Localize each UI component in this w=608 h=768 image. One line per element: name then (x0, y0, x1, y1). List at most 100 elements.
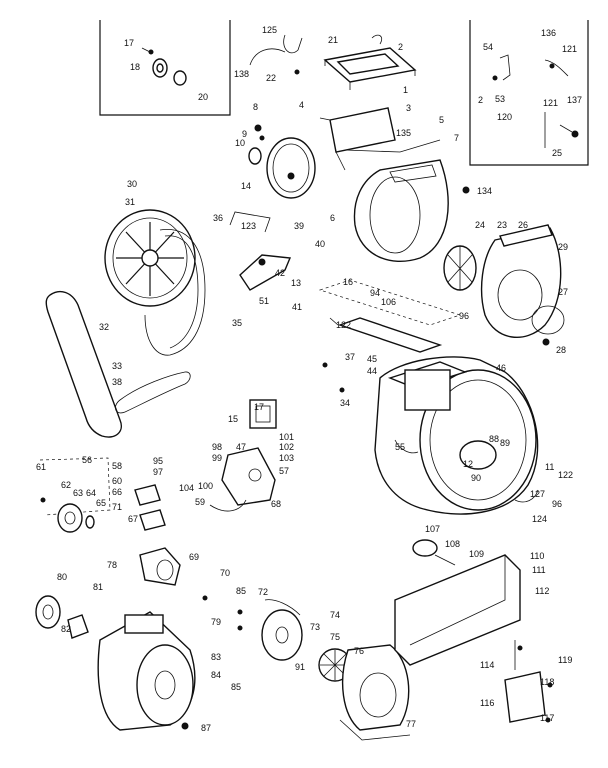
callout-96b: 96 (552, 499, 562, 509)
callout-39: 39 (294, 221, 304, 231)
callout-35: 35 (232, 318, 242, 328)
callout-125: 125 (262, 25, 277, 35)
drive-belt-35 (144, 228, 206, 356)
callout-70: 70 (220, 568, 230, 578)
callout-90: 90 (471, 473, 481, 483)
callout-5: 5 (439, 115, 444, 125)
callout-124: 124 (532, 514, 547, 524)
callout-101: 101 (279, 432, 294, 442)
callout-65: 65 (96, 498, 106, 508)
callout-135: 135 (396, 128, 411, 138)
callout-64: 64 (86, 488, 96, 498)
callout-1: 1 (403, 85, 408, 95)
callout-63: 63 (73, 488, 83, 498)
callout-42: 42 (275, 268, 285, 278)
callout-88: 88 (489, 434, 499, 444)
callout-110: 110 (530, 551, 544, 561)
callout-58: 58 (112, 461, 122, 471)
callout-91: 91 (295, 662, 305, 672)
callout-73: 73 (310, 622, 320, 632)
callout-53: 53 (495, 94, 505, 104)
blower-housing-76 (339, 644, 411, 741)
callout-106: 106 (381, 297, 396, 307)
callout-84: 84 (211, 670, 221, 680)
callout-121: 121 (562, 44, 577, 54)
callout-85: 85 (236, 586, 246, 596)
callout-77: 77 (406, 719, 416, 729)
callout-97: 97 (153, 467, 163, 477)
callout-33: 33 (112, 361, 122, 371)
callout-127: 127 (530, 489, 545, 499)
callout-17: 17 (124, 38, 134, 48)
callout-21: 21 (328, 35, 338, 45)
top-control-panel (249, 34, 417, 90)
callout-11: 11 (545, 462, 554, 472)
inset-box-left (99, 20, 231, 116)
blower-wheel-24 (443, 245, 477, 291)
callout-16: 16 (343, 277, 353, 287)
callout-74: 74 (330, 610, 340, 620)
callout-45: 45 (367, 354, 377, 364)
support-rail (318, 279, 462, 353)
callout-61: 61 (36, 462, 46, 472)
callout-12: 12 (463, 459, 473, 469)
callout-17b: 17 (254, 402, 264, 412)
callout-85b: 85 (231, 682, 241, 692)
callout-18: 18 (130, 62, 140, 72)
callout-34: 34 (340, 398, 350, 408)
callout-27: 27 (558, 287, 568, 297)
heater-box-110 (394, 539, 521, 666)
callout-66: 66 (112, 487, 122, 497)
callout-9: 9 (242, 129, 247, 139)
callout-7: 7 (454, 133, 459, 143)
callout-119: 119 (558, 655, 572, 665)
callout-3: 3 (406, 103, 411, 113)
callout-26: 26 (518, 220, 528, 230)
callout-46: 46 (496, 363, 506, 373)
motor-83 (97, 611, 196, 731)
callout-14: 14 (241, 181, 251, 191)
callout-112: 112 (535, 586, 549, 596)
callout-31: 31 (125, 197, 135, 207)
callout-120: 120 (497, 112, 512, 122)
callout-2: 2 (398, 42, 403, 52)
callout-41: 41 (292, 302, 302, 312)
callout-121b: 121 (543, 98, 558, 108)
callout-98: 98 (212, 442, 222, 452)
callout-117: 117 (540, 713, 554, 723)
callout-118: 118 (540, 677, 554, 687)
fan-80 (35, 595, 89, 639)
callout-72: 72 (258, 587, 268, 597)
idler-box-56 (39, 457, 166, 531)
callout-6: 6 (330, 213, 335, 223)
top-bracket-frame (254, 107, 396, 171)
drum-pulley-31 (104, 209, 196, 307)
callout-82: 82 (61, 624, 71, 634)
callout-56: 56 (82, 455, 92, 465)
callout-111: 111 (532, 565, 546, 575)
callout-100: 100 (198, 481, 213, 491)
callout-137: 137 (567, 95, 582, 105)
callout-114: 114 (480, 660, 494, 670)
callout-13: 13 (291, 278, 301, 288)
callout-79: 79 (211, 617, 221, 627)
callout-28: 28 (556, 345, 566, 355)
callout-95: 95 (153, 456, 163, 466)
bolt-134 (462, 186, 470, 194)
callout-102: 102 (279, 442, 294, 452)
inset-left-parts (141, 47, 187, 86)
callout-122: 122 (336, 320, 351, 330)
callout-29: 29 (558, 242, 568, 252)
callout-99: 99 (212, 453, 222, 463)
pulley-14 (248, 137, 316, 199)
callout-20: 20 (198, 92, 208, 102)
callout-67: 67 (128, 514, 138, 524)
callout-94: 94 (370, 288, 380, 298)
belt-38 (115, 371, 191, 414)
motor-bracket-69 (139, 547, 181, 586)
callout-15: 15 (228, 414, 238, 424)
callout-81: 81 (93, 582, 103, 592)
callout-59: 59 (195, 497, 205, 507)
thermostat-panel-116 (504, 640, 553, 723)
callout-96: 96 (459, 311, 469, 321)
